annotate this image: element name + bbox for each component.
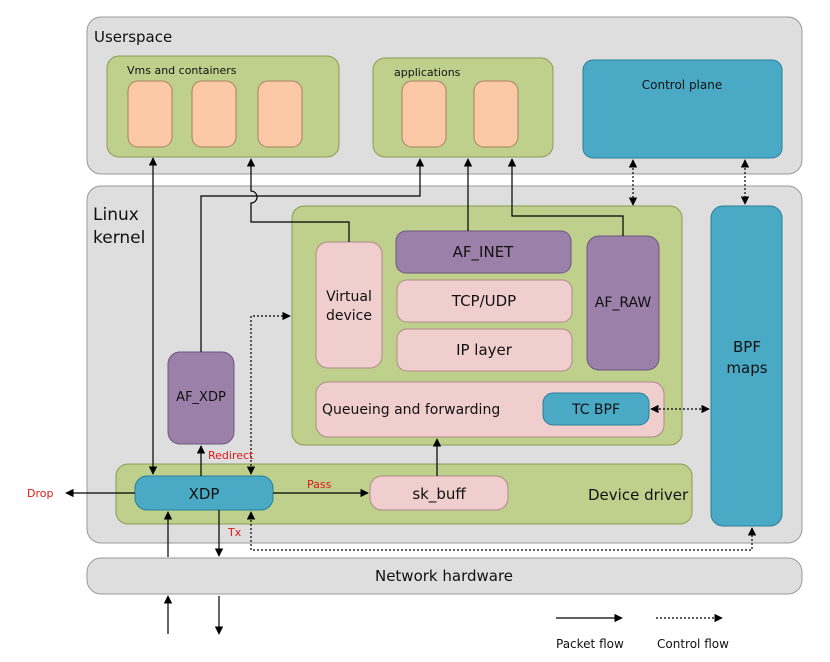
arrow-afxdp-to-apps: [200, 158, 425, 352]
app-box-1: [401, 80, 447, 148]
vm-box-1: [127, 80, 173, 148]
arrow-virtual-to-vm: [246, 158, 350, 242]
af-xdp-label: AF_XDP: [176, 390, 226, 405]
tc-bpf-label: TC BPF: [571, 402, 620, 418]
vm-box-2: [191, 80, 237, 148]
app-box-2: [473, 80, 519, 148]
ip-layer-box: [396, 328, 573, 372]
linux-kernel-label-1: Linux: [93, 205, 139, 225]
drop-label: Drop: [27, 487, 53, 500]
af-inet-box: [395, 230, 572, 274]
bpf-maps-label-2: maps: [726, 359, 767, 377]
vm-box-3: [257, 80, 303, 148]
virtual-device-box: [315, 241, 383, 369]
sk-buff-label: sk_buff: [412, 485, 466, 504]
virtual-device-label-1: Virtual: [326, 289, 372, 305]
virtual-device-label-2: device: [326, 308, 372, 324]
ctrl-xdp-bpfmaps: [246, 511, 757, 551]
xdp-label: XDP: [189, 485, 220, 503]
bpf-maps-label-1: BPF: [733, 338, 761, 356]
control-plane-label: Control plane: [642, 78, 722, 92]
queueing-forwarding-label: Queueing and forwarding: [322, 402, 500, 418]
network-hardware-bar: [86, 557, 803, 595]
legend-packet-label: Packet flow: [556, 637, 624, 651]
sk-buff-box: [369, 475, 509, 511]
arrow-afraw-to-apps: [507, 158, 624, 236]
tx-label: Tx: [227, 526, 242, 539]
tcp-udp-box: [396, 279, 573, 323]
vms-containers-label: Vms and containers: [127, 64, 237, 77]
device-driver-label: Device driver: [588, 486, 689, 504]
ip-layer-label: IP layer: [456, 341, 513, 359]
af-raw-label: AF_RAW: [595, 295, 652, 311]
redirect-label: Redirect: [208, 449, 254, 462]
ctrl-xdp-to-stack: [246, 311, 291, 475]
tcp-udp-label: TCP/UDP: [451, 292, 516, 310]
applications-label: applications: [394, 66, 461, 79]
network-hardware-label: Network hardware: [375, 567, 513, 585]
legend-control-label: Control flow: [657, 637, 729, 651]
linux-kernel-label-2: kernel: [93, 228, 145, 248]
control-plane-box: [582, 59, 783, 159]
af-inet-label: AF_INET: [453, 243, 515, 262]
userspace-label: Userspace: [94, 28, 172, 46]
tc-bpf-box: [542, 392, 650, 426]
pass-label: Pass: [307, 478, 332, 491]
